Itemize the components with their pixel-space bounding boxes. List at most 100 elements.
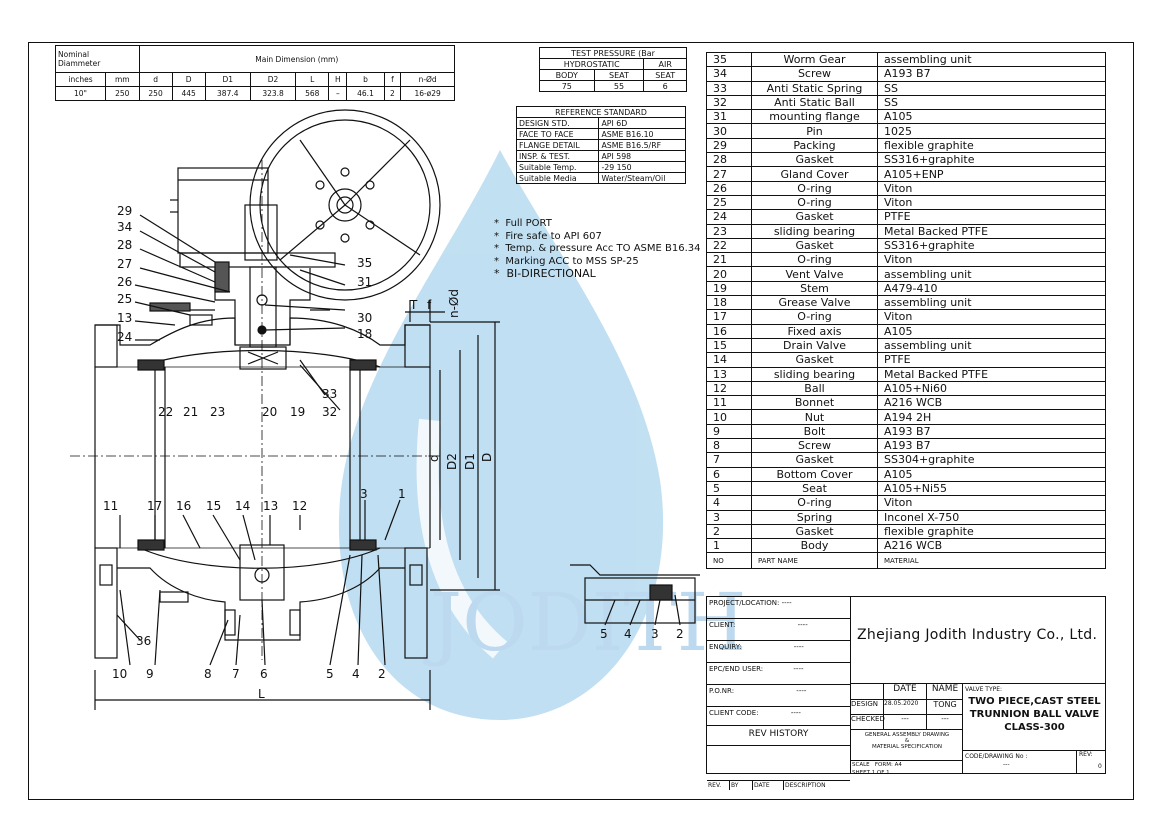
- bom-no: 24: [706, 209, 752, 225]
- checked-date: ---: [884, 715, 927, 729]
- callout: 16: [176, 499, 191, 513]
- callout: 31: [357, 275, 372, 289]
- ref-key: INSP. & TEST.: [515, 150, 600, 162]
- dim-D2: D2: [445, 453, 459, 470]
- code-label: CODE/DRAWING No :: [965, 753, 1028, 760]
- bom-no: 19: [706, 280, 752, 297]
- callout: 30: [357, 311, 372, 325]
- bom-no: 12: [706, 380, 752, 397]
- test-pressure-title: TEST PRESSURE (Bar: [539, 47, 687, 59]
- bom-no: 9: [706, 423, 752, 440]
- dim-f: f: [427, 298, 432, 312]
- bom-part-name: Gland Cover: [751, 166, 878, 182]
- bom-material: flexible graphite: [877, 523, 1106, 540]
- reference-standard-table: REFERENCE STANDARD DESIGN STD.API 6D FAC…: [515, 106, 686, 184]
- bom-material: Viton: [877, 252, 1106, 268]
- bom-material: assembling unit: [877, 295, 1106, 311]
- bom-part-name: O-ring: [751, 495, 878, 511]
- ga-line1: GENERAL ASSEMBLY DRAWING: [864, 732, 950, 738]
- bom-material: assembling unit: [877, 266, 1106, 282]
- callout: 3: [651, 627, 659, 641]
- ref-value: API 598: [598, 150, 686, 162]
- bom-material: A479-410: [877, 280, 1106, 297]
- rev-label: REV:: [1076, 751, 1093, 774]
- dim-nd: n-Ød: [447, 289, 461, 318]
- bom-part-name: Drain Valve: [751, 337, 878, 354]
- bom-no: 15: [706, 337, 752, 354]
- dim-value: 250: [138, 86, 173, 101]
- bom-no: 33: [706, 80, 752, 96]
- ref-value: ASME B16.5/RF: [598, 139, 686, 151]
- bom-part-name: Body: [751, 538, 878, 554]
- rev-value: 0: [1098, 763, 1102, 770]
- bom-material: A193 B7: [877, 66, 1106, 82]
- dim-header: D: [171, 72, 206, 87]
- callout: 7: [232, 667, 240, 681]
- bom-no: 35: [706, 51, 752, 68]
- callout: 15: [206, 499, 221, 513]
- bom-material: A216 WCB: [877, 395, 1106, 411]
- dim-value: –: [328, 86, 348, 101]
- bom-header-material: MATERIAL: [877, 552, 1106, 570]
- bom-material: A216 WCB: [877, 538, 1106, 554]
- note-item: * Temp. & pressure Acc TO ASME B16.34: [494, 243, 701, 254]
- bom-material: Metal Backed PTFE: [877, 366, 1106, 382]
- bom-part-name: Anti Static Spring: [751, 80, 878, 96]
- bom-material: PTFE: [877, 209, 1106, 225]
- dim-diameter: Diammeter: [58, 59, 101, 68]
- ref-key: FLANGE DETAIL: [515, 139, 600, 151]
- bom-no: 22: [706, 237, 752, 254]
- bom-material: Inconel X-750: [877, 509, 1106, 525]
- dim-value: 250: [105, 86, 140, 101]
- dim-header: n-Ød: [400, 72, 455, 87]
- bom-part-name: Vent Valve: [751, 266, 878, 282]
- bom-no: 4: [706, 495, 752, 511]
- bom-part-name: Gasket: [751, 152, 878, 168]
- bom-material: 1025: [877, 123, 1106, 139]
- body-label: BODY: [539, 69, 595, 81]
- air-label: AIR: [643, 58, 687, 70]
- callout: 5: [600, 627, 608, 641]
- dim-header: mm: [105, 72, 140, 87]
- client-code-row: CLIENT CODE: ----: [707, 707, 850, 726]
- bom-no: 30: [706, 123, 752, 139]
- design-label: DESIGN: [851, 700, 884, 714]
- po-row: P.O.NR: ----: [707, 685, 850, 707]
- dim-header: b: [346, 72, 385, 87]
- bom-material: A193 B7: [877, 423, 1106, 440]
- bom-part-name: Anti Static Ball: [751, 94, 878, 111]
- air-value: 6: [643, 80, 687, 92]
- dim-value: 10": [55, 86, 106, 101]
- bom-no: 34: [706, 66, 752, 82]
- bom-material: flexible graphite: [877, 137, 1106, 154]
- bom-part-name: mounting flange: [751, 109, 878, 125]
- epc-row: EPC/END USER: ----: [707, 663, 850, 685]
- bom-part-name: Worm Gear: [751, 51, 878, 68]
- bom-part-name: Gasket: [751, 452, 878, 468]
- callout: 32: [322, 405, 337, 419]
- title-block: PROJECT/LOCATION: ---- CLIENT: ---- ENQU…: [706, 596, 1106, 790]
- dim-value: 445: [171, 86, 206, 101]
- dim-D1: D1: [463, 453, 477, 470]
- bom-part-name: O-ring: [751, 180, 878, 196]
- watermark-drop: [338, 150, 664, 720]
- hydrostatic-label: HYDROSTATIC: [538, 58, 645, 70]
- callout: 28: [117, 238, 132, 252]
- dim-value: 46.1: [346, 86, 385, 101]
- callout: 6: [260, 667, 268, 681]
- bom-no: 23: [706, 223, 752, 239]
- callout: 14: [235, 499, 250, 513]
- callout: 25: [117, 292, 132, 306]
- ga-line3: MATERIAL SPECIFICATION: [871, 744, 943, 750]
- bom-no: 7: [706, 452, 752, 468]
